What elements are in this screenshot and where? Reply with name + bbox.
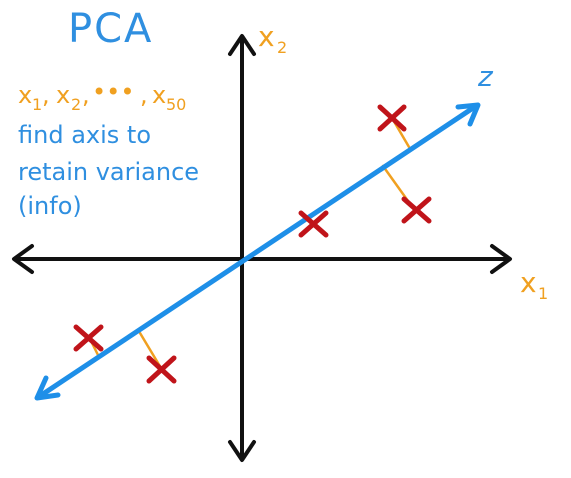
x2-axis-label: x 2	[258, 20, 287, 57]
data-point	[298, 210, 329, 238]
x1-axis-label: x 1	[520, 266, 548, 303]
feature-list: x 1 , x 2 , ••• , x 50	[18, 78, 186, 114]
svg-text:x: x	[520, 266, 537, 299]
feature-x2-subscript: 2	[71, 95, 81, 114]
projection-line	[138, 331, 163, 370]
z-axis-label: z	[477, 60, 494, 93]
principal-axis-z	[34, 102, 481, 401]
svg-text:1: 1	[538, 284, 548, 303]
feature-x50: x	[152, 81, 166, 109]
svg-text:2: 2	[277, 38, 287, 57]
feature-x1-subscript: 1	[32, 95, 42, 114]
data-point	[73, 324, 104, 352]
feature-sep-3: ,	[140, 81, 148, 109]
feature-ellipsis: •••	[92, 78, 134, 106]
data-point	[146, 355, 177, 384]
feature-sep-2: ,	[82, 81, 90, 109]
diagram-title: PCA	[68, 6, 153, 52]
data-points	[73, 104, 432, 384]
description-line-3: (info)	[18, 192, 82, 220]
x2-axis	[228, 34, 256, 462]
x1-axis	[12, 244, 512, 274]
feature-x50-subscript: 50	[166, 95, 186, 114]
svg-text:x: x	[258, 20, 275, 53]
feature-x1: x	[18, 81, 32, 109]
description-line-1: find axis to	[18, 121, 151, 149]
description: find axis to retain variance (info)	[18, 121, 199, 220]
feature-x2: x	[56, 81, 70, 109]
data-point	[377, 104, 407, 132]
feature-sep-1: ,	[42, 81, 50, 109]
data-point	[401, 196, 432, 224]
description-line-2: retain variance	[18, 158, 199, 186]
